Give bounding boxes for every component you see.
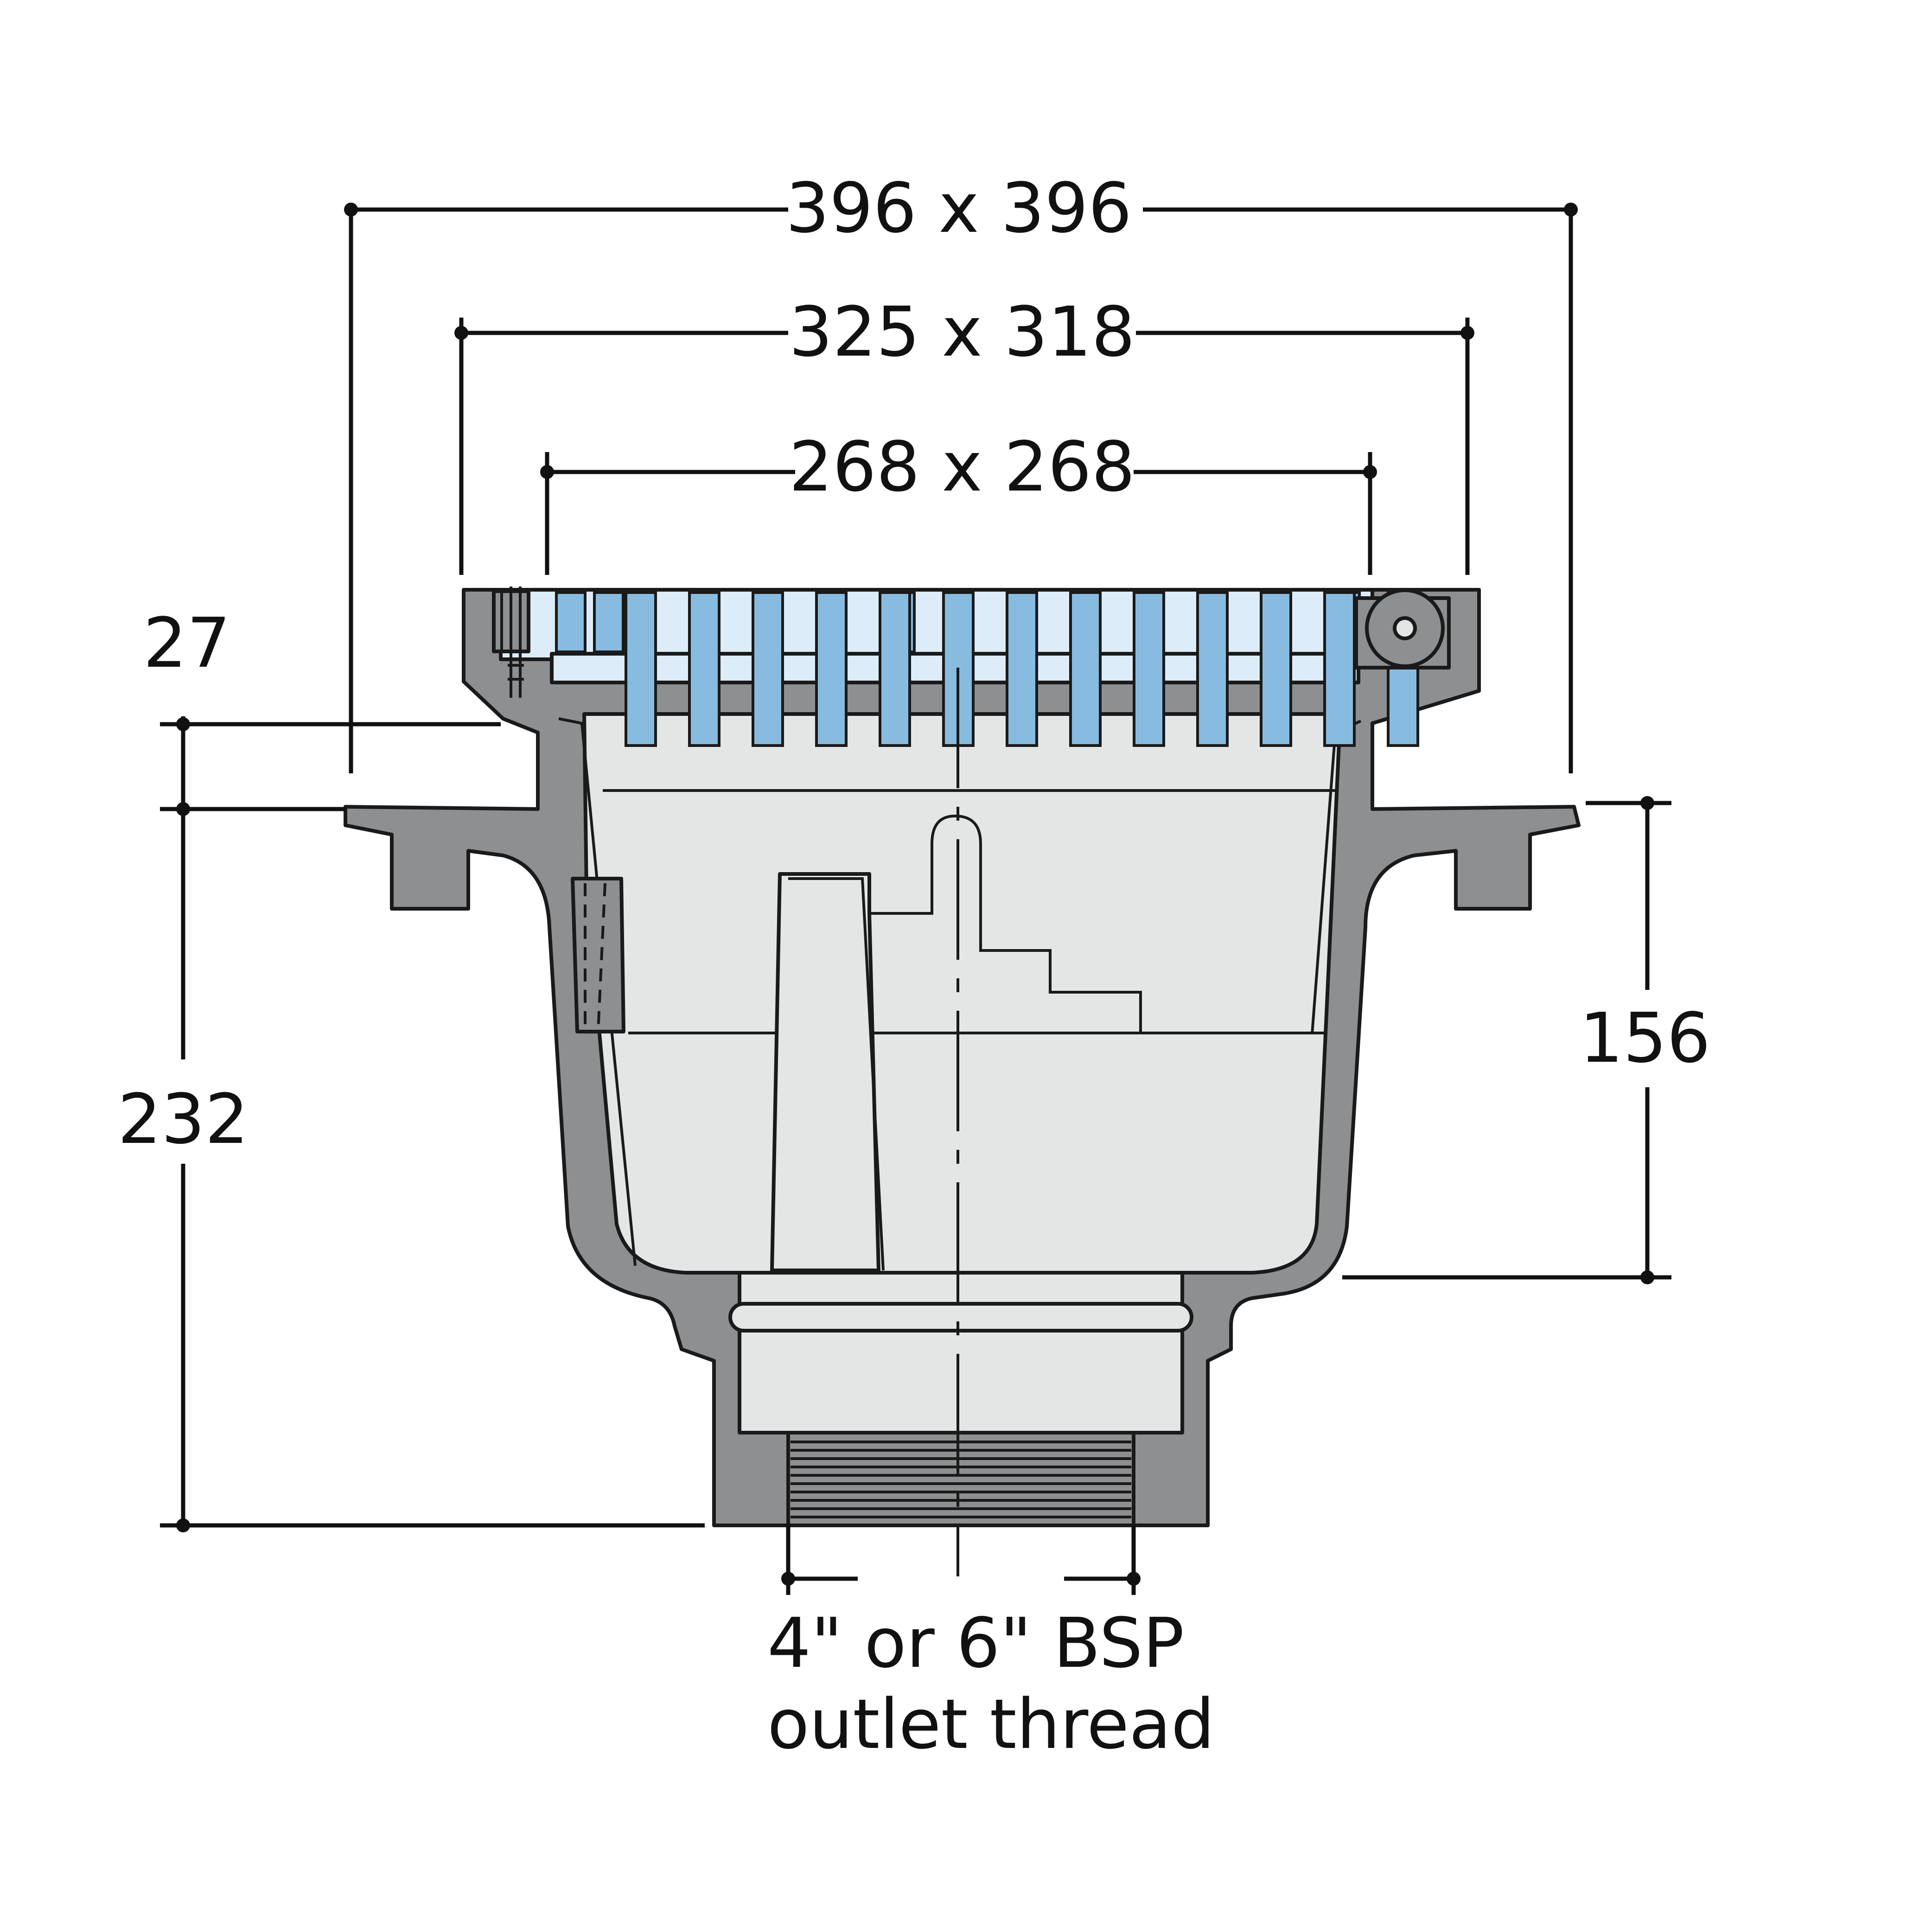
grate-bar (1133, 591, 1165, 747)
dim-grate-width: 268 x 268 (789, 427, 1135, 507)
dim-overall-height: 232 (118, 1079, 249, 1159)
dim-flange-depth: 27 (143, 603, 230, 683)
trap-baffle (770, 872, 880, 1272)
outlet-spigot (738, 1271, 1184, 1435)
grate (492, 587, 1451, 747)
grate-bar (815, 591, 848, 747)
drain-interior (582, 712, 1346, 1275)
stepped-weir (869, 814, 1142, 1033)
grate-bar (1196, 591, 1229, 747)
grate-bar (1260, 591, 1292, 747)
lock-slot (571, 877, 625, 1033)
lock-bolt (492, 587, 530, 698)
outlet-thread (786, 1431, 1135, 1527)
dim-overall-width: 396 x 396 (786, 168, 1132, 248)
grate-bar (1006, 591, 1038, 747)
dimension-lines (160, 203, 1671, 1595)
grate-short-bar (593, 591, 625, 653)
hinge (1354, 588, 1451, 670)
dim-body-height: 156 (1580, 998, 1711, 1078)
o-ring (728, 1302, 1193, 1333)
outlet-label-line2: outlet thread (767, 1684, 1215, 1764)
grate-bar (625, 591, 657, 747)
grate-bar (1069, 591, 1102, 747)
grate-bar (879, 591, 911, 747)
drain-body (344, 588, 1581, 1527)
grate-bar (688, 591, 721, 747)
baffle-edge (788, 877, 885, 1271)
dim-frame-width: 325 x 318 (789, 292, 1135, 372)
grate-bar (752, 591, 784, 747)
grate-short-bar (555, 591, 587, 653)
grate-bar (1323, 591, 1356, 747)
outlet-label-line1: 4" or 6" BSP (767, 1603, 1184, 1683)
lock-dashed-2 (597, 883, 606, 1032)
